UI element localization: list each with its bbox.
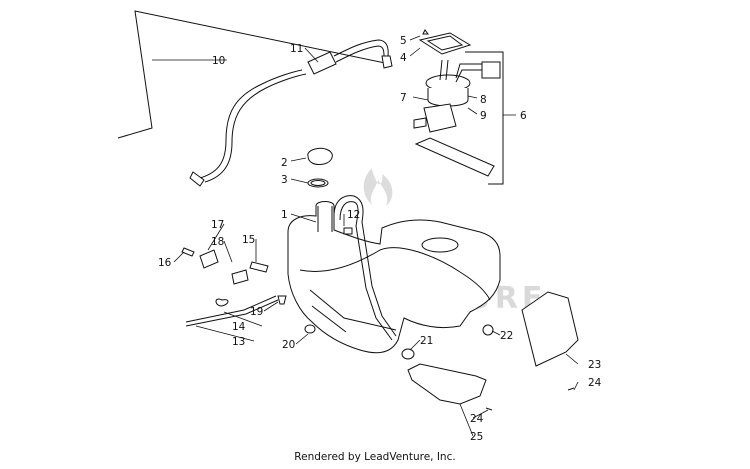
vent-valve <box>199 249 219 269</box>
callout-25: 25 <box>470 431 483 443</box>
callout-1: 1 <box>281 209 288 221</box>
vent-fitting <box>181 247 195 257</box>
lower-heat-shield <box>407 363 487 405</box>
fuel-tank-pump-opening <box>421 237 459 253</box>
tank-grommet <box>304 324 316 334</box>
fuel-grommet <box>401 348 415 360</box>
callout-22: 22 <box>500 330 513 342</box>
callout-23: 23 <box>588 359 601 371</box>
heat-shield <box>521 291 579 367</box>
fuel-line-hose <box>199 69 307 183</box>
fuel-cap <box>307 147 333 165</box>
vent-clamp <box>231 269 249 285</box>
callout-6: 6 <box>520 110 527 122</box>
callout-7: 7 <box>400 92 407 104</box>
pump-body <box>427 88 469 107</box>
pump-group-bracket <box>465 51 504 185</box>
fuel-line-leader-bracket <box>117 10 386 139</box>
fuel-tank-lower-ridge <box>309 289 397 333</box>
tank-screw <box>277 295 287 305</box>
callout-4: 4 <box>400 52 407 64</box>
callout-leaders <box>152 35 579 437</box>
pump-gasket <box>418 32 472 55</box>
callout-5: 5 <box>400 35 407 47</box>
footer-credit: Rendered by LeadVenture, Inc. <box>294 451 456 463</box>
cap-o-ring-inner <box>310 180 326 186</box>
fuel-tank-saddle-curve <box>299 247 491 301</box>
callout-12: 12 <box>347 209 360 221</box>
callout-21: 21 <box>420 335 433 347</box>
callout-13: 13 <box>232 336 245 348</box>
shield-screw-upper <box>567 387 575 391</box>
check-valve <box>249 261 269 273</box>
pump-motor <box>423 103 457 133</box>
callout-11: 11 <box>290 43 303 55</box>
fuel-line-end-fitting <box>189 171 205 187</box>
fuel-filter <box>307 51 337 75</box>
pump-top-nozzles <box>439 59 484 83</box>
vent-tube <box>185 295 279 327</box>
callout-16: 16 <box>158 257 172 269</box>
callout-24-upper: 24 <box>588 377 602 389</box>
watermark-flame-icon <box>363 168 393 206</box>
shield-screw-lower <box>485 407 493 411</box>
callout-3: 3 <box>281 174 288 186</box>
callout-20: 20 <box>282 339 295 351</box>
callout-19: 19 <box>250 306 263 318</box>
pump-fitting <box>413 117 427 129</box>
pump-strainer <box>414 137 495 177</box>
callout-14: 14 <box>232 321 246 333</box>
fuel-line-connector <box>381 55 393 69</box>
vent-tube-loop <box>215 298 229 307</box>
fuel-tank-filler-neck <box>317 206 333 232</box>
callout-15: 15 <box>242 234 255 246</box>
fuel-filter-hose <box>333 39 389 63</box>
tank-rear-grommet <box>482 324 494 336</box>
callout-10: 10 <box>212 55 225 67</box>
pump-electrical-connector <box>481 61 501 79</box>
callout-17: 17 <box>211 219 224 231</box>
gasket-screw <box>422 29 429 35</box>
callout-18: 18 <box>211 236 224 248</box>
callout-8: 8 <box>480 94 487 106</box>
vent-hose-clamp <box>343 227 353 235</box>
callout-2: 2 <box>281 157 288 169</box>
callout-9: 9 <box>480 110 487 122</box>
callout-labels: 1 2 3 4 5 6 7 8 9 10 11 12 13 14 15 16 1… <box>158 35 602 443</box>
callout-24-lower: 24 <box>470 413 484 425</box>
vent-hose <box>333 195 397 341</box>
